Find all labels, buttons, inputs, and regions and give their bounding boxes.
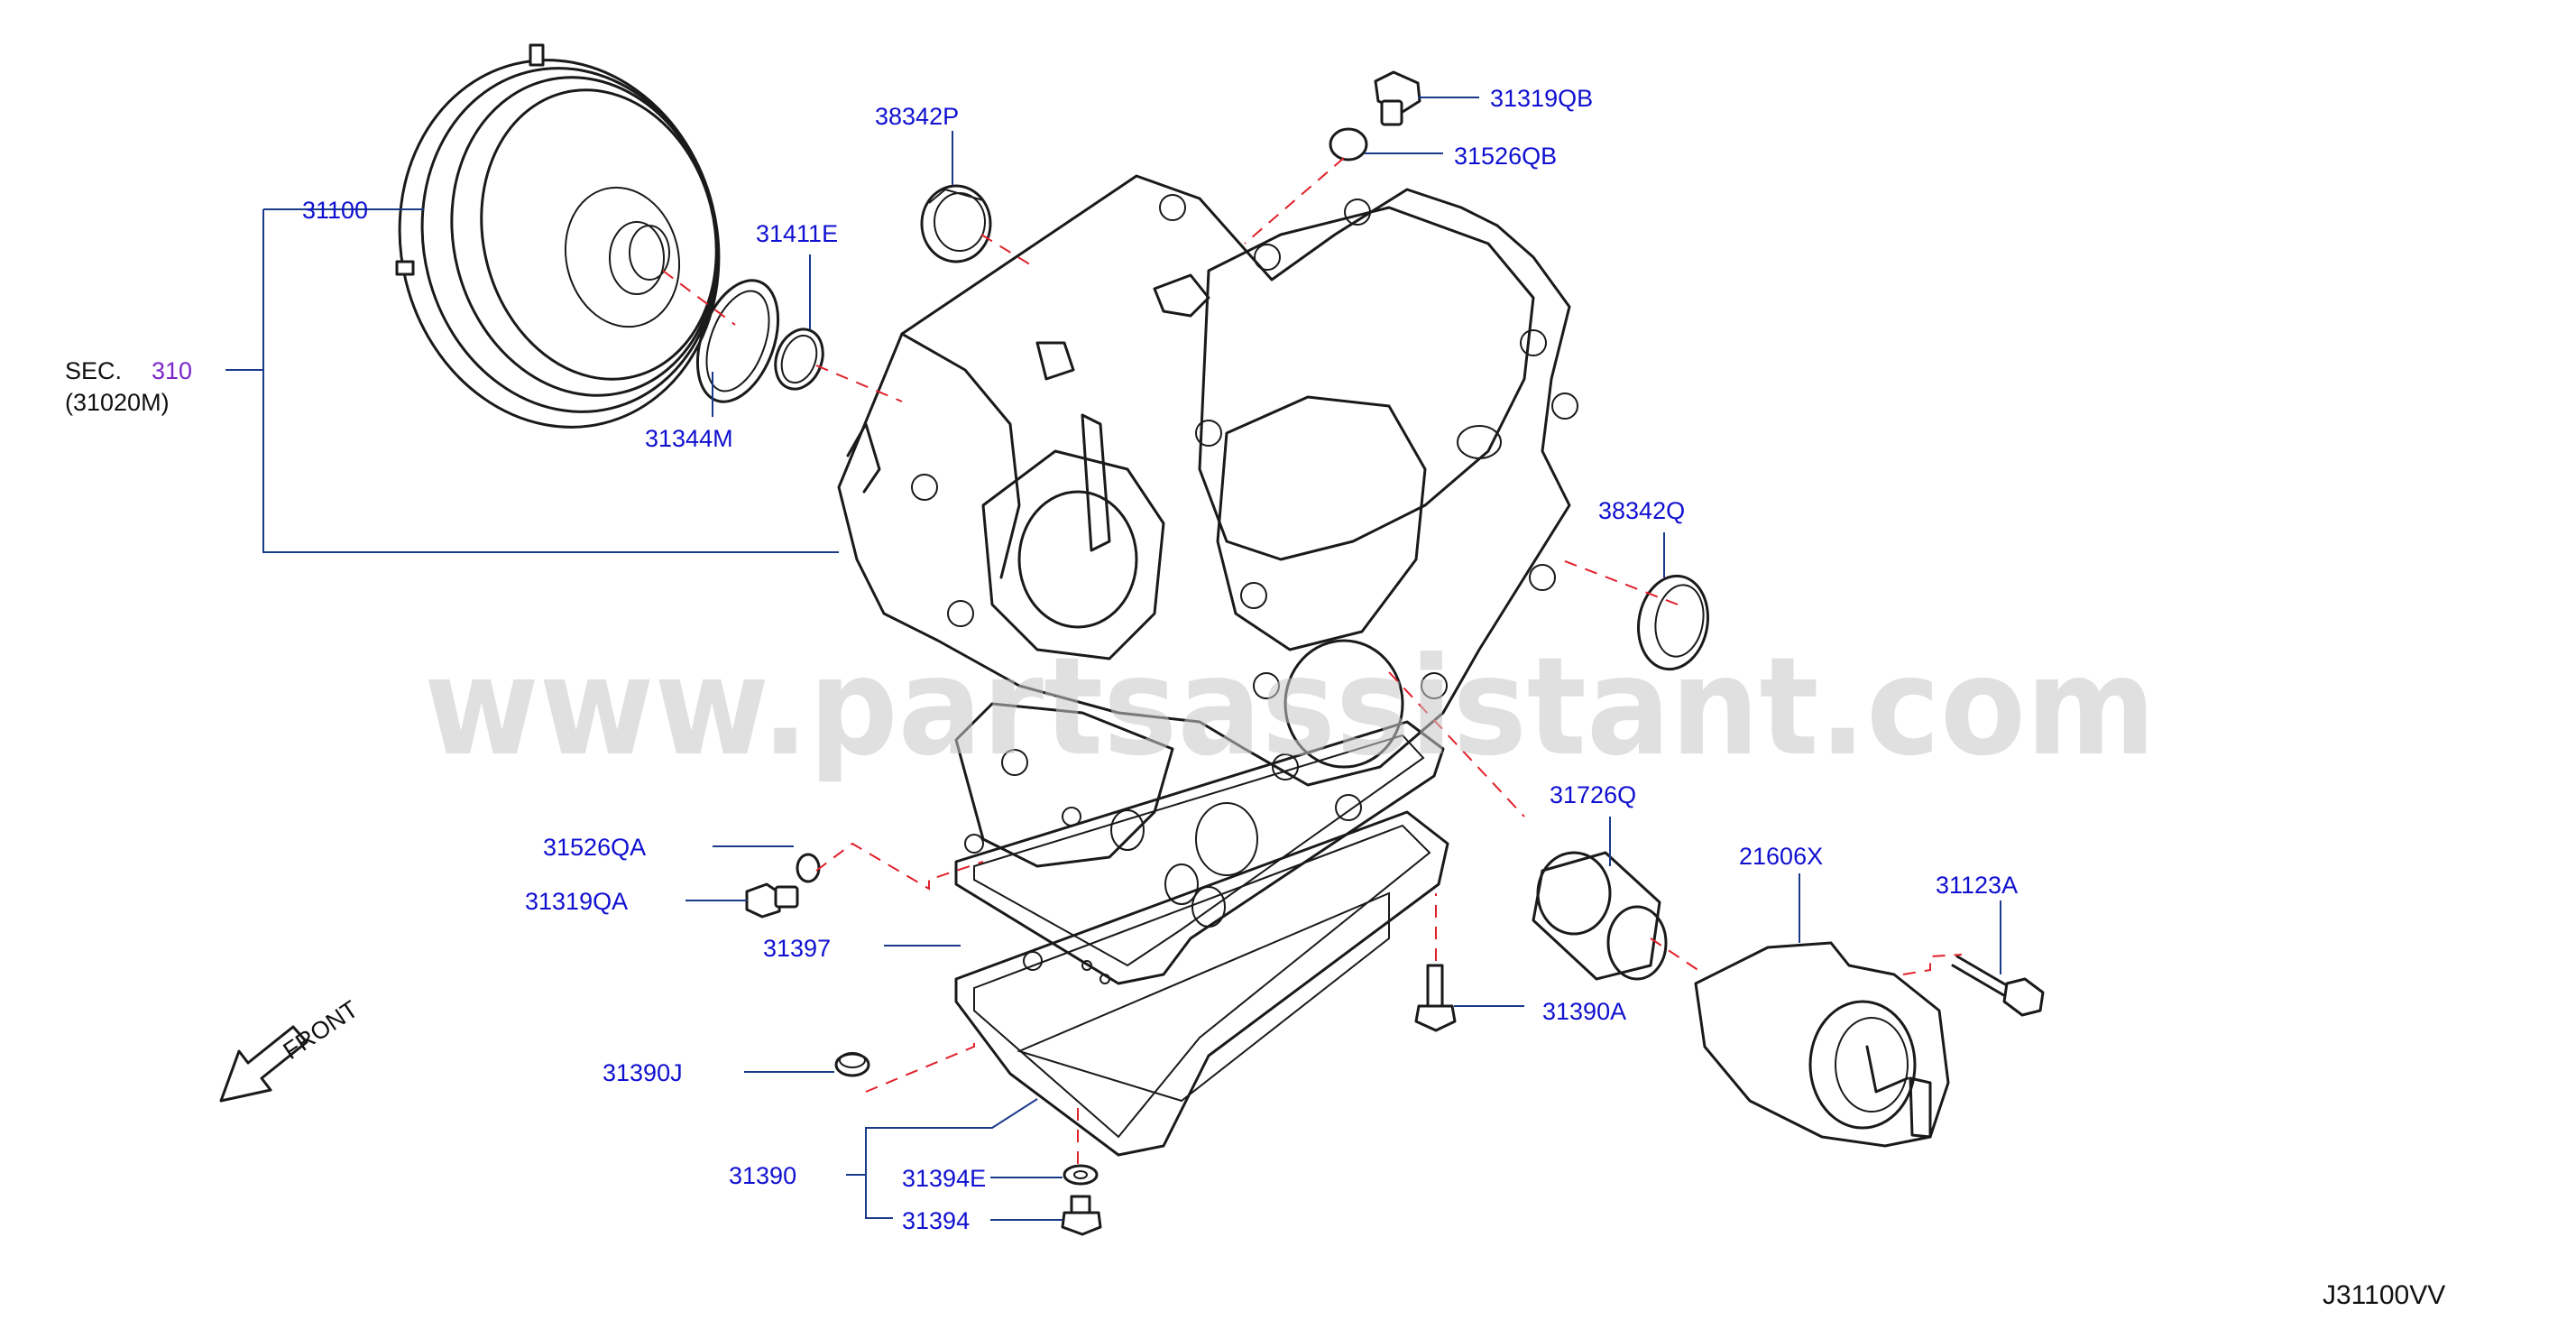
leader-lines <box>225 97 2001 1221</box>
bolt-31319qb <box>1374 70 1421 126</box>
diagram-code: J31100VV <box>2323 1280 2445 1310</box>
oil-pan-gasket-31397 <box>954 720 1445 985</box>
bolt-31390a <box>1414 964 1457 1032</box>
label-31726q[interactable]: 31726Q <box>1550 781 1636 808</box>
label-31526qb[interactable]: 31526QB <box>1454 143 1557 170</box>
sec-ref-number[interactable]: 310 <box>152 357 192 384</box>
label-31397[interactable]: 31397 <box>763 935 831 962</box>
label-31100[interactable]: 31100 <box>302 197 368 224</box>
label-31344m[interactable]: 31344M <box>645 425 733 452</box>
label-31394[interactable]: 31394 <box>902 1207 970 1234</box>
front-arrow-icon <box>219 1025 308 1103</box>
transmission-case <box>837 174 1578 928</box>
label-31319qb[interactable]: 31319QB <box>1490 85 1593 112</box>
watermark: www.partsassistant.com <box>424 629 2156 786</box>
label-31394e[interactable]: 31394E <box>902 1165 986 1192</box>
sec-ref-sub: (31020M) <box>65 389 170 416</box>
bolt-31319qa <box>745 882 799 919</box>
sec-prefix: SEC. <box>65 357 122 384</box>
torque-converter <box>395 43 721 429</box>
label-31319qa[interactable]: 31319QA <box>525 888 628 915</box>
filter-31726q <box>1532 851 1668 981</box>
washer-31394e <box>1063 1164 1099 1186</box>
label-31526qa[interactable]: 31526QA <box>543 834 646 861</box>
bolt-31123a <box>1951 955 2045 1017</box>
label-21606x[interactable]: 21606X <box>1739 843 1823 870</box>
label-31390a[interactable]: 31390A <box>1542 998 1626 1025</box>
oil-pan-31390 <box>954 810 1449 1157</box>
seal-31344m <box>695 279 780 403</box>
seal-38342p <box>920 184 992 263</box>
label-38342q[interactable]: 38342Q <box>1598 497 1685 524</box>
drain-plug-31394 <box>1061 1195 1102 1236</box>
cooler-21606x <box>1694 941 1950 1148</box>
plug-31390j <box>834 1052 870 1077</box>
label-31390j[interactable]: 31390J <box>603 1059 683 1086</box>
label-31123a[interactable]: 31123A <box>1936 872 2018 899</box>
label-38342p[interactable]: 38342P <box>875 103 959 130</box>
oring-31526qa <box>796 853 821 883</box>
seal-38342q <box>1637 574 1709 671</box>
label-31390[interactable]: 31390 <box>729 1162 796 1189</box>
assembly-centerlines <box>662 157 1963 1164</box>
label-31411e[interactable]: 31411E <box>756 220 838 247</box>
oring-31526qb <box>1329 127 1368 162</box>
